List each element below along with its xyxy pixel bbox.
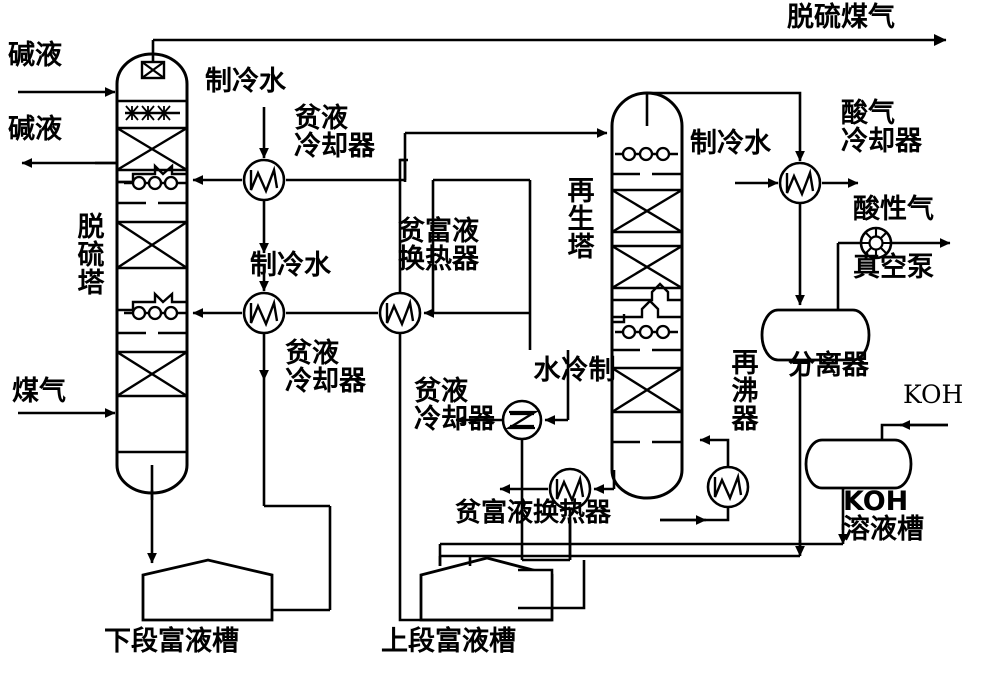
lean-solution-cooler-3-icon (501, 399, 543, 441)
label-chilled-water-2: 制冷水 (250, 250, 331, 281)
lean-solution-cooler-2-icon (242, 291, 286, 335)
label-lean-cooler-3: 贫液 冷却器 (414, 376, 495, 435)
label-chilled-water-1: 制冷水 (205, 66, 286, 97)
label-desulfurization-tower: 脱硫塔 (72, 212, 104, 296)
label-koh-tank: KOH 溶液槽 (843, 486, 924, 545)
label-vacuum-pump: 真空泵 (853, 252, 934, 283)
label-chilled-water-4: 制 冷 水 (528, 355, 615, 383)
koh-inlet-line (880, 423, 948, 440)
label-alkali-out: 碱液 (8, 114, 62, 145)
upper-rich-liquid-tank-icon (419, 556, 554, 622)
koh-solution-tank-icon (804, 438, 913, 490)
label-coal-gas-in: 煤气 (12, 376, 66, 407)
reboiler-icon (706, 465, 750, 509)
lean-rich-heat-exchanger-2-icon (548, 467, 592, 511)
label-acid-gas: 酸性气 (853, 194, 934, 225)
label-regeneration-tower: 再生塔 (562, 176, 594, 260)
label-chilled-water-3: 制冷水 (690, 128, 771, 159)
label-lean-rich-hx-2: 贫富液换热器 (455, 498, 612, 528)
lean-rich-heat-exchanger-1-icon (378, 291, 422, 335)
label-separator: 分离器 (788, 350, 869, 381)
label-lean-cooler-1: 贫液 冷却器 (294, 103, 375, 162)
label-lower-rich-liquid-tank: 下段富液槽 (104, 626, 239, 657)
label-acid-gas-cooler: 酸气 冷却器 (841, 98, 922, 157)
label-koh-in: KOH (903, 380, 964, 409)
regen-overhead-line (647, 91, 805, 162)
separator-icon (760, 308, 871, 362)
reboiler-liquid-line-a (682, 507, 730, 522)
vacuum-pump-icon (859, 226, 893, 260)
upper-tank-to-hx1 (398, 333, 552, 622)
label-lean-cooler-2: 贫液 冷却器 (285, 338, 366, 397)
label-upper-rich-liquid-tank: 上段富液槽 (381, 626, 516, 657)
desulfurization-tower-icon (115, 40, 189, 495)
label-alkali-in: 碱液 (8, 40, 62, 71)
upper-tank-side (552, 560, 586, 610)
regeneration-tower-icon (610, 91, 684, 500)
label-desulfurized-gas: 脱硫煤气 (787, 2, 895, 33)
label-reboiler: 再沸器 (726, 348, 758, 432)
lower-rich-liquid-tank-icon (141, 558, 274, 622)
reboiler-vapor-return (699, 435, 730, 467)
label-lean-rich-hx-1: 贫富液 换热器 (398, 216, 479, 275)
lean-solution-cooler-1-icon (242, 158, 286, 202)
acid-gas-cooler-icon (778, 161, 822, 205)
